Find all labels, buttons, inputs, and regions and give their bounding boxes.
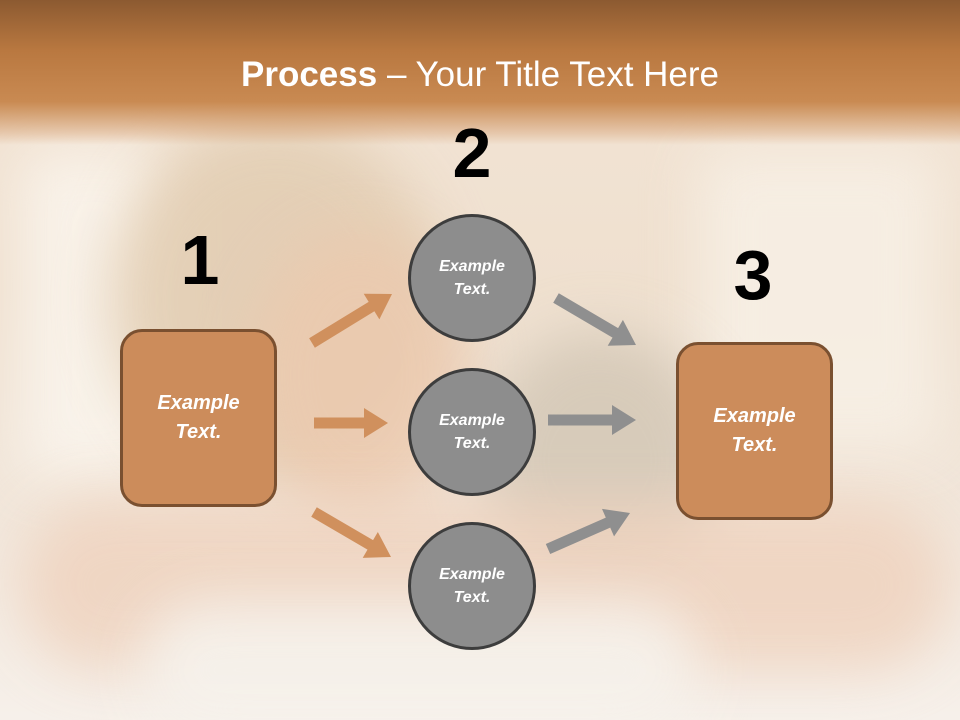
title-bold-part: Process (241, 55, 378, 94)
arrow-box-to-top-circle-icon (309, 293, 392, 348)
slide-title[interactable]: Process – Your Title Text Here (0, 52, 960, 98)
header-band (0, 0, 960, 145)
step-number-2: 2 (452, 114, 492, 192)
step-number-1: 1 (180, 221, 220, 299)
arrow-box-to-middle-circle-icon (314, 408, 388, 438)
arrow-top-circle-to-end-icon (553, 293, 637, 346)
title-rest-part: – Your Title Text Here (377, 55, 719, 94)
step-number-3: 3 (733, 236, 773, 314)
circle-middle[interactable]: Example Text. (408, 368, 536, 496)
end-box[interactable]: Example Text. (676, 342, 833, 520)
circle-top[interactable]: Example Text. (408, 214, 536, 342)
circle-middle-text: Example Text. (439, 412, 505, 452)
arrow-box-to-bottom-circle-icon (311, 507, 392, 558)
circle-bottom-text: Example Text. (439, 566, 505, 606)
start-box-text: Example Text. (157, 392, 240, 443)
circle-bottom[interactable]: Example Text. (408, 522, 536, 650)
circle-top-text: Example Text. (439, 258, 505, 298)
end-box-text: Example Text. (713, 405, 796, 456)
arrow-middle-circle-to-end-icon (548, 405, 636, 435)
arrow-bottom-circle-to-end-icon (545, 508, 630, 555)
start-box[interactable]: Example Text. (120, 329, 277, 507)
